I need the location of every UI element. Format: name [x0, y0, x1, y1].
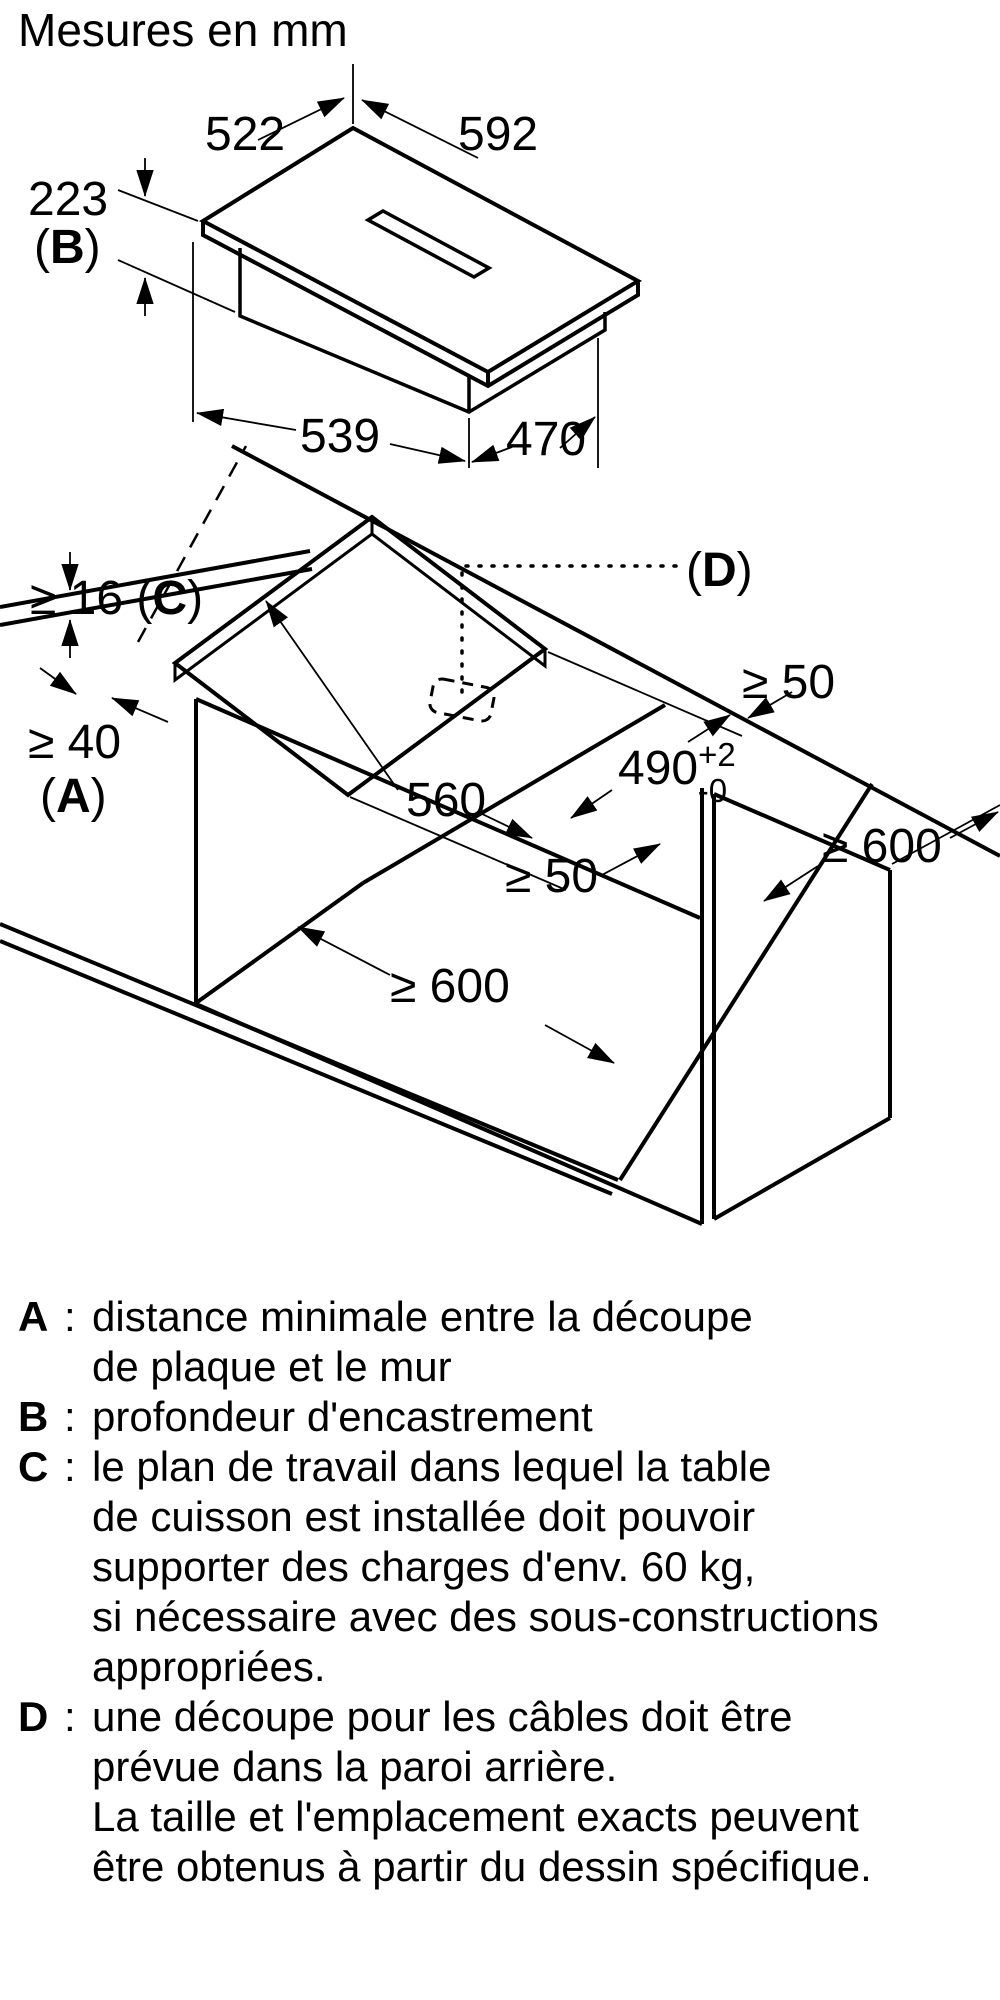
- leader-223-top: [117, 189, 199, 222]
- hob-cutout: [171, 514, 549, 798]
- arrow-600-side-down: [763, 865, 819, 902]
- dim-560-label: 560: [406, 774, 486, 827]
- right-panel-bottom-edge: [713, 1116, 891, 1221]
- ext-490-front: [349, 796, 567, 891]
- worktop-section-top: [0, 549, 311, 609]
- arrow-600-side-up: [949, 811, 999, 839]
- legend-key-B: B: [18, 1393, 49, 1440]
- legend-row-A: A : distance minimale entre la découpe d…: [18, 1292, 982, 1392]
- dim-16C-label: ≥ 16 (C): [30, 572, 203, 625]
- worktop-right-cut-edge: [618, 782, 874, 1182]
- arrow-50-front: [599, 843, 661, 877]
- cabinet-interior-back-right: [361, 703, 667, 885]
- dim-522-label: 522: [205, 108, 285, 161]
- hob-dimensions: [117, 64, 599, 468]
- legend-row-C: C : le plan de travail dans lequel la ta…: [18, 1442, 982, 1692]
- dim-40-label: ≥ 40: [28, 716, 121, 769]
- cable-dotted-leader: [460, 564, 678, 696]
- arrow-40-b: [111, 697, 169, 723]
- dim-470-label: 470: [506, 413, 586, 466]
- hob-isometric-drawing: [198, 125, 643, 414]
- legend: A : distance minimale entre la découpe d…: [18, 1292, 982, 1892]
- wall-cut-dashed-line: [136, 445, 248, 643]
- arrow-470-right: [559, 416, 596, 449]
- arrow-560-right: [477, 811, 533, 839]
- arrow-539-left: [196, 408, 297, 431]
- cabinet-interior-back-left: [194, 881, 365, 1005]
- page-title: Mesures en mm: [18, 4, 348, 56]
- leader-223-bottom: [117, 259, 236, 313]
- dim-539-label: 539: [300, 410, 380, 463]
- legend-text-D: une découpe pour les câbles doit être pr…: [92, 1693, 872, 1890]
- arrow-539-right: [389, 443, 466, 464]
- hob-slab-thickness: [201, 221, 640, 389]
- technical-drawing: Mesures en mm 522 592 223 (B) 539 470: [0, 4, 1000, 1226]
- arrow-40-a: [39, 667, 77, 695]
- legend-key-D: D: [18, 1693, 49, 1740]
- arrow-490-up: [687, 714, 731, 743]
- arrow-592: [361, 99, 479, 159]
- arrow-600-int-right: [544, 1024, 615, 1064]
- arrow-50-right: [747, 691, 793, 719]
- legend-key-A: A: [18, 1293, 49, 1340]
- dim-223-label: 223: [28, 173, 108, 226]
- legend-row-D: D : une découpe pour les câbles doit êtr…: [18, 1692, 982, 1892]
- dim-50-right-label: ≥ 50: [742, 656, 835, 709]
- legend-text-B: profondeur d'encastrement: [92, 1393, 593, 1440]
- dim-592-label: 592: [458, 108, 538, 161]
- plenum-box: [238, 248, 607, 414]
- vent-slot: [364, 208, 493, 280]
- installation-dimensions: [39, 552, 1000, 1064]
- cable-cutout-dashed-rect: [428, 677, 496, 723]
- dim-B-label: (B): [34, 221, 101, 274]
- installation-drawing: [0, 444, 1000, 1226]
- arrow-600-int-left: [297, 926, 391, 976]
- legend-text-C: le plan de travail dans lequel la table …: [92, 1443, 879, 1690]
- arrow-522: [257, 97, 345, 141]
- dim-A-label: (A): [40, 770, 107, 823]
- dim-D-label: (D): [686, 544, 753, 597]
- dim-600-side-label: ≥ 600: [822, 820, 942, 873]
- dim-600-cabinet-label: ≥ 600: [390, 960, 510, 1013]
- cabinet-underside-edge: [195, 697, 701, 920]
- legend-key-C: C: [18, 1443, 49, 1490]
- hob-cutout-inner-walls: [173, 517, 547, 683]
- worktop-front-edge-lower: [0, 939, 613, 1196]
- right-panel-top-edge: [713, 792, 891, 872]
- worktop-section-bottom: [0, 567, 313, 627]
- arrow-490-down: [570, 789, 613, 819]
- dim-50-front-label: ≥ 50: [505, 850, 598, 903]
- cabinet-floor-front-edge: [195, 1002, 703, 1226]
- arrow-560-left: [265, 600, 399, 791]
- arrow-470-left: [471, 444, 513, 463]
- legend-row-B: B : profondeur d'encastrement: [18, 1392, 982, 1442]
- dim-490-label: 490+2-0: [618, 736, 736, 809]
- legend-text-A: distance minimale entre la découpe de pl…: [92, 1293, 753, 1390]
